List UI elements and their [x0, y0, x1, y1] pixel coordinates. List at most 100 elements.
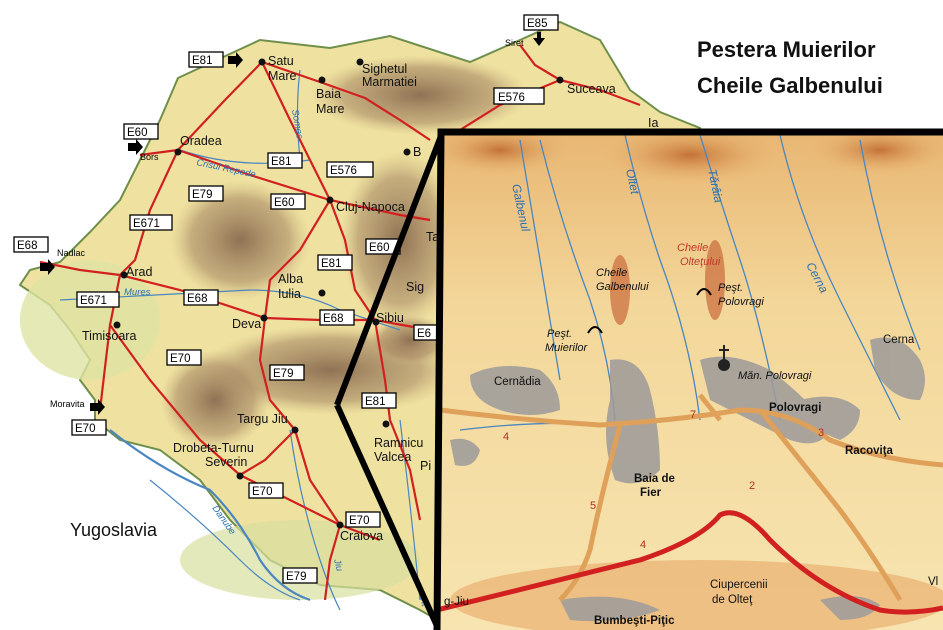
svg-text:E60: E60: [127, 127, 147, 139]
inset-road-number-4b: 4: [640, 539, 646, 551]
inset-bumbesti: Bumbeşti-Piţic: [594, 615, 675, 627]
city-baia-mare-2: Mare: [316, 102, 345, 116]
city-satu-mare-2: Mare: [268, 69, 297, 83]
inset-cheile-oltetului-1: Cheile: [677, 242, 708, 254]
mountain-apuseni: [170, 180, 310, 300]
inset-polovragi: Polovragi: [769, 402, 821, 414]
city-moravita: Moravita: [50, 399, 85, 409]
inset-cernadia: Cernădia: [494, 376, 541, 388]
city-pi-partial: Pi: [420, 459, 431, 473]
city-b-partial: B: [413, 145, 421, 159]
river-mures: Mures: [124, 287, 151, 298]
city-timisoara: Timisoara: [82, 329, 136, 343]
inset-gorge-2: [705, 240, 725, 320]
inset-map: Galbenul Oltet Tărâia Cerna Cheile Olteţ…: [437, 132, 943, 630]
svg-text:E68: E68: [323, 313, 343, 325]
inset-road-number-5: 5: [590, 500, 596, 512]
inset-baia-de-fier-1: Baia de: [634, 473, 675, 485]
city-arad: Arad: [126, 265, 152, 279]
city-cluj: Cluj-Napoca: [336, 200, 405, 214]
svg-text:E81: E81: [271, 156, 291, 168]
road-shield-e576-c: E576: [326, 161, 374, 178]
inset-mountain-3: [810, 132, 943, 175]
road-shield-e60-e: E60: [365, 238, 401, 255]
monastery-cross-icon: [719, 345, 729, 359]
svg-text:E68: E68: [17, 240, 37, 252]
inset-road-number-2: 2: [749, 480, 755, 492]
road-shield-e70-w: E70: [71, 419, 107, 436]
road-shield-e81-alba: E81: [317, 254, 353, 271]
city-drobeta-2: Severin: [205, 455, 247, 469]
svg-text:E70: E70: [349, 515, 369, 527]
city-oradea: Oradea: [180, 134, 222, 148]
inset-cheile-oltetului-2: Olteţului: [680, 256, 721, 268]
lowland-tint-south: [180, 520, 420, 600]
inset-mountain-1: [437, 132, 570, 175]
road-shield-e85: E85: [523, 14, 559, 31]
city-craiova: Craiova: [340, 529, 383, 543]
road-shield-e671-n: E671: [129, 214, 173, 231]
svg-text:E576: E576: [498, 92, 525, 104]
arrow-e70-icon: [90, 399, 105, 415]
svg-text:E60: E60: [274, 197, 294, 209]
inset-man-polovragi: Măn. Polovragi: [738, 370, 812, 382]
road-shield-e79-n: E79: [188, 185, 224, 202]
svg-text:E576: E576: [330, 165, 357, 177]
city-ramnicu: Ramnicu: [374, 436, 423, 450]
svg-text:E79: E79: [286, 571, 306, 583]
svg-text:E81: E81: [321, 258, 341, 270]
city-baia-mare: Baia: [316, 87, 341, 101]
svg-text:E60: E60: [369, 242, 389, 254]
road-shield-e79-s: E79: [269, 364, 305, 381]
city-targu-jiu: Targu Jiu: [237, 412, 288, 426]
city-drobeta: Drobeta-Turnu: [173, 441, 254, 455]
inset-road-number-4a: 4: [503, 431, 509, 443]
cave-polovragi-icon: [696, 288, 712, 296]
mountain-north: [310, 55, 530, 135]
inset-gorge-1: [610, 255, 630, 325]
city-bors: Bors: [140, 152, 159, 162]
svg-text:E671: E671: [80, 295, 107, 307]
svg-text:E81: E81: [192, 55, 212, 67]
city-alba: Alba: [278, 272, 303, 286]
city-sighetul-2: Marmatiei: [362, 75, 417, 89]
svg-text:E85: E85: [527, 18, 547, 30]
road-shields: E81 E85 E60 E576 E81 E576 E79 E60 E671 E…: [13, 14, 559, 584]
inset-pest-muierilor-2: Muierilor: [545, 342, 589, 354]
city-siret: Siret: [505, 38, 524, 48]
city-suceava: Suceava: [567, 82, 616, 96]
title-line2: Cheile Galbenului: [697, 73, 883, 98]
road-shield-e81-c: E81: [267, 152, 303, 169]
road-shield-e60-c: E60: [270, 193, 306, 210]
city-sighetul: Sighetul: [362, 62, 407, 76]
city-ta-partial: Ta: [426, 230, 439, 244]
cave-muierilor-icon: [587, 326, 603, 334]
arrow-e85-icon: [533, 32, 545, 46]
inset-pointer-lines: [334, 134, 444, 628]
city-sig-partial: Sig: [406, 280, 424, 294]
inset-racovita: Racoviţa: [845, 445, 894, 457]
inset-ciupercenii-2: de Olteţ: [712, 594, 753, 606]
border-arrows: [40, 32, 545, 415]
inset-pest-polovragi-1: Peşt.: [718, 282, 743, 294]
danube-river: [109, 429, 311, 602]
inset-baia-de-fier-2: Fier: [640, 487, 662, 499]
city-alba-2: Iulia: [278, 287, 301, 301]
inset-road-number-7: 7: [690, 409, 696, 421]
inset-cheile-galbenului-1: Cheile: [596, 267, 627, 279]
arrow-e81-icon: [228, 52, 243, 68]
inset-pest-muierilor-1: Peşt.: [547, 328, 572, 340]
inset-pest-polovragi-2: Polovragi: [718, 296, 764, 308]
monastery-icon: [718, 359, 730, 371]
inset-frame: [433, 128, 943, 630]
road-shield-e60-w: E60: [123, 123, 159, 140]
svg-text:E70: E70: [170, 353, 190, 365]
city-sibiu: Sibiu: [376, 311, 404, 325]
city-satu-mare: Satu: [268, 54, 294, 68]
road-shield-e70-cra: E70: [345, 511, 381, 528]
country-label: Yugoslavia: [70, 520, 158, 540]
svg-text:E68: E68: [187, 293, 207, 305]
road-shield-e81-s: E81: [361, 392, 397, 409]
svg-text:E6: E6: [417, 328, 431, 340]
title-line1: Pestera Muierilor: [697, 37, 876, 62]
